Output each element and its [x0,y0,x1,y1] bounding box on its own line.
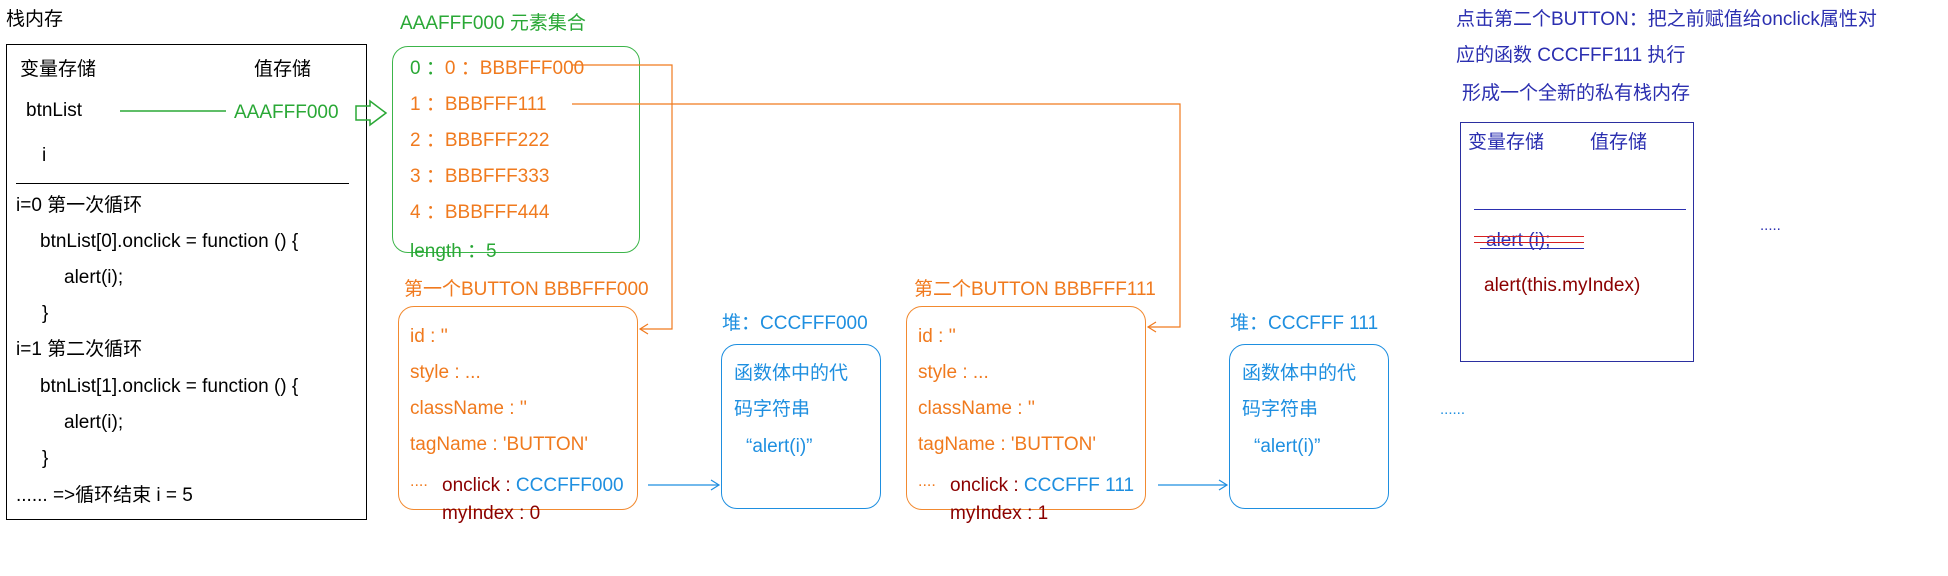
heap1-label: 堆：CCCFFF000 [722,313,868,334]
code-line: btnList[1].onclick = function () { [40,376,299,397]
private-stack-val-header: 值存储 [1590,132,1648,153]
stack-var-header: 变量存储 [20,59,97,80]
stack-memory-title: 栈内存 [6,9,64,30]
stack-var-i: i [42,145,47,166]
strike-line-red [1474,242,1584,243]
button2-prop: style : ... [918,362,989,383]
private-stack-frame [1460,122,1694,362]
arrowhead [638,323,649,335]
private-stack-struck: alert (i); [1486,230,1551,251]
heap2-label: 堆：CCCFFF 111 [1230,313,1379,334]
middle-ellipsis: ...... [1440,401,1466,418]
code-line: } [42,303,49,324]
button1-prop: tagName : 'BUTTON' [410,434,588,455]
heap2-line: 函数体中的代 [1242,363,1357,384]
stack-divider [16,183,349,184]
right-ellipsis: ..... [1760,217,1781,234]
button1-prop: className : '' [410,398,528,419]
strike-line-blue [1480,248,1584,249]
button2-myindex: myIndex : 1 [950,503,1049,524]
button1-onclick: onclick : CCCFFF000 [442,475,624,496]
stack-var-btnlist: btnList [26,100,82,121]
button1-prop: id : '' [410,326,448,347]
code-line: btnList[0].onclick = function () { [40,231,299,252]
code-line: alert(i); [64,267,124,288]
arrowhead [1146,321,1157,333]
code-line: i=1 第二次循环 [16,339,143,360]
button1-box [398,306,638,510]
button2-ellipsis: .... [918,473,936,490]
stack-val-header: 值存储 [254,59,312,80]
button1-label: 第一个BUTTON BBBFFF000 [404,279,649,300]
button2-onclick: onclick : CCCFFF 111 [950,475,1135,496]
button2-label: 第二个BUTTON BBBFFF111 [914,279,1156,300]
heap1-line: 函数体中的代 [734,363,849,384]
collection-item: 0 ：0 ：BBBFFF000 [410,58,585,79]
collection-title: AAAFFF000 元素集合 [400,13,586,34]
strike-line-red [1474,236,1584,237]
stack-memory-frame [6,44,367,520]
button2-prop: tagName : 'BUTTON' [918,434,1096,455]
code-line: ...... =>循环结束 i = 5 [16,485,193,506]
arrowhead [710,479,721,491]
note-line: 形成一个全新的私有栈内存 [1462,83,1691,104]
note-line: 点击第二个BUTTON：把之前赋值给onclick属性对 [1456,9,1877,30]
code-line: alert(i); [64,412,124,433]
collection-length: length ：5 [410,241,497,262]
button1-ellipsis: .... [410,473,428,490]
button2-prop: id : '' [918,326,956,347]
collection-item: 2 ：BBBFFF222 [410,130,550,151]
heap2-box [1229,344,1389,509]
stack-val-btnlist: AAAFFF000 [234,102,339,123]
button1-prop: style : ... [410,362,481,383]
private-stack-code: alert(this.myIndex) [1484,275,1641,296]
private-stack-var-header: 变量存储 [1468,132,1545,153]
heap2-line: “alert(i)” [1254,436,1321,457]
collection-item: 4 ：BBBFFF444 [410,202,550,223]
code-line: i=0 第一次循环 [16,195,143,216]
heap1-box [721,344,881,509]
heap2-line: 码字符串 [1242,399,1319,420]
button1-myindex: myIndex : 0 [442,503,541,524]
button2-prop: className : '' [918,398,1036,419]
collection-item: 3 ：BBBFFF333 [410,166,550,187]
note-line: 应的函数 CCCFFF111 执行 [1456,45,1686,66]
private-stack-divider [1474,209,1686,210]
code-line: } [42,448,49,469]
heap1-line: “alert(i)” [746,436,813,457]
arrowhead [1218,479,1229,491]
heap1-line: 码字符串 [734,399,811,420]
collection-item: 1 ：BBBFFF111 [410,94,547,115]
